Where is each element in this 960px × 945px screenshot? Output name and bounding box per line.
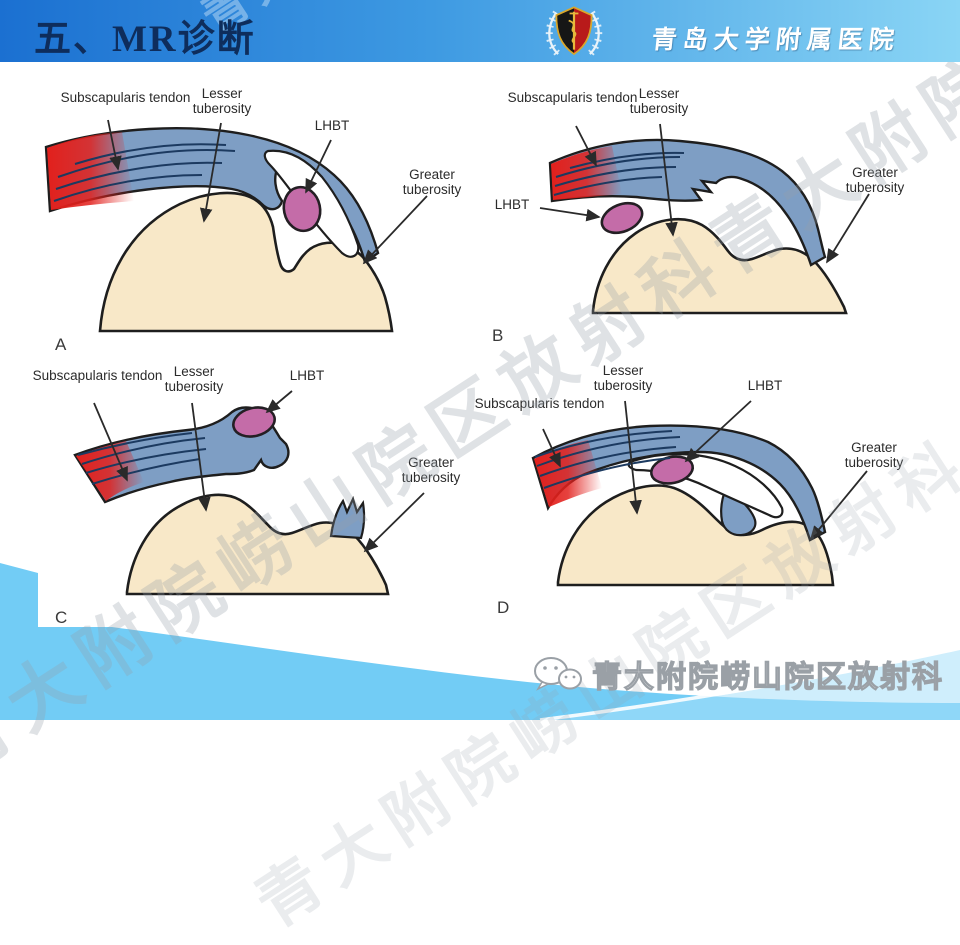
- wechat-icon: [534, 657, 582, 691]
- label-arrows: [539, 123, 870, 264]
- tendon-remnant-on-greater-tuberosity: [329, 495, 366, 540]
- footer-light-wedge: [540, 650, 960, 720]
- label-lesser-tuberosity: Lesser tuberosity: [629, 86, 689, 117]
- label-lhbt: LHBT: [289, 368, 325, 383]
- label-subscapularis-tendon: Subscapularis tendon: [474, 396, 605, 411]
- panel-letter-a: A: [55, 335, 67, 354]
- label-greater-tuberosity: Greater tuberosity: [844, 440, 904, 471]
- panel-letter-c: C: [55, 608, 68, 627]
- label-arrows: [93, 390, 425, 553]
- label-lesser-tuberosity: Lesser tuberosity: [164, 364, 224, 395]
- label-greater-tuberosity: Greater tuberosity: [401, 455, 461, 486]
- lhbt-dislocated-superiorly: [232, 406, 276, 438]
- label-subscapularis-tendon: Subscapularis tendon: [32, 368, 163, 383]
- label-lhbt: LHBT: [494, 197, 530, 212]
- muscle-fiber-lines: [77, 432, 207, 485]
- lhbt-dislocated-medially: [600, 201, 644, 235]
- footer-white-curve: [539, 646, 960, 720]
- muscle-red-tip: [76, 441, 144, 501]
- panel-letter-d: D: [497, 598, 510, 617]
- label-lesser-tuberosity: Lesser tuberosity: [192, 86, 252, 117]
- humeral-head-bone: [98, 191, 394, 333]
- tendon-hook-inferior-slip: [720, 486, 757, 537]
- label-lhbt: LHBT: [314, 118, 350, 133]
- muscle-fiber-lines: [553, 151, 685, 196]
- figure-panel-d: Subscapularis tendon Lesser tuberosity L…: [475, 360, 950, 622]
- label-arrows: [107, 119, 428, 265]
- shield-right-half: [574, 7, 592, 55]
- diagram-c-retracted-tear-superior-dislocation: [73, 390, 425, 596]
- figure-panel-b: Subscapularis tendon Lesser tuberosity L…: [480, 85, 950, 355]
- panel-letter-b: B: [492, 326, 504, 345]
- shield-left-half: [556, 7, 574, 55]
- subscapularis-tendon-shape: [531, 424, 827, 542]
- label-subscapularis-tendon: Subscapularis tendon: [507, 90, 638, 105]
- muscle-fiber-lines: [53, 143, 236, 202]
- page-title: 五、MR诊断: [34, 19, 256, 60]
- label-greater-tuberosity: Greater tuberosity: [845, 165, 905, 196]
- label-greater-tuberosity: Greater tuberosity: [402, 167, 462, 198]
- caduceus-snake: [568, 19, 577, 44]
- label-lhbt: LHBT: [747, 378, 783, 393]
- diagram-a-normal-anatomy: [44, 119, 428, 333]
- diagram-d-intratendinous-dislocation: [531, 400, 868, 587]
- muscle-red-tip: [47, 132, 134, 210]
- label-lesser-tuberosity: Lesser tuberosity: [593, 363, 653, 394]
- footer-blue-shape: [0, 563, 960, 720]
- footer-brand: 青大附院崂山院区放射科: [532, 652, 944, 696]
- wreath-right: [589, 11, 600, 55]
- footer-department-text: 青大附院崂山院区放射科: [591, 660, 944, 694]
- label-subscapularis-tendon: Subscapularis tendon: [60, 90, 191, 105]
- shield-border: [555, 6, 593, 56]
- lhbt-cross-section: [282, 185, 322, 233]
- figure-panel-a: Subscapularis tendon Lesser tuberosity L…: [30, 85, 470, 357]
- figure-panel-c: Subscapularis tendon Lesser tuberosity L…: [30, 360, 470, 627]
- header-bar: 青大附院崂山院区放射科 五、MR诊断 青岛大学附属医院: [0, 0, 960, 62]
- wreath-left: [548, 11, 559, 55]
- label-arrows: [542, 400, 868, 541]
- header-watermark: 青大附院崂山院区放射科: [187, 0, 726, 47]
- hospital-logo: [545, 6, 603, 57]
- footer-wave: [0, 563, 960, 720]
- diagram-b-full-tear-medial-dislocation: [539, 123, 870, 315]
- hospital-name: 青岛大学附属医院: [650, 25, 902, 54]
